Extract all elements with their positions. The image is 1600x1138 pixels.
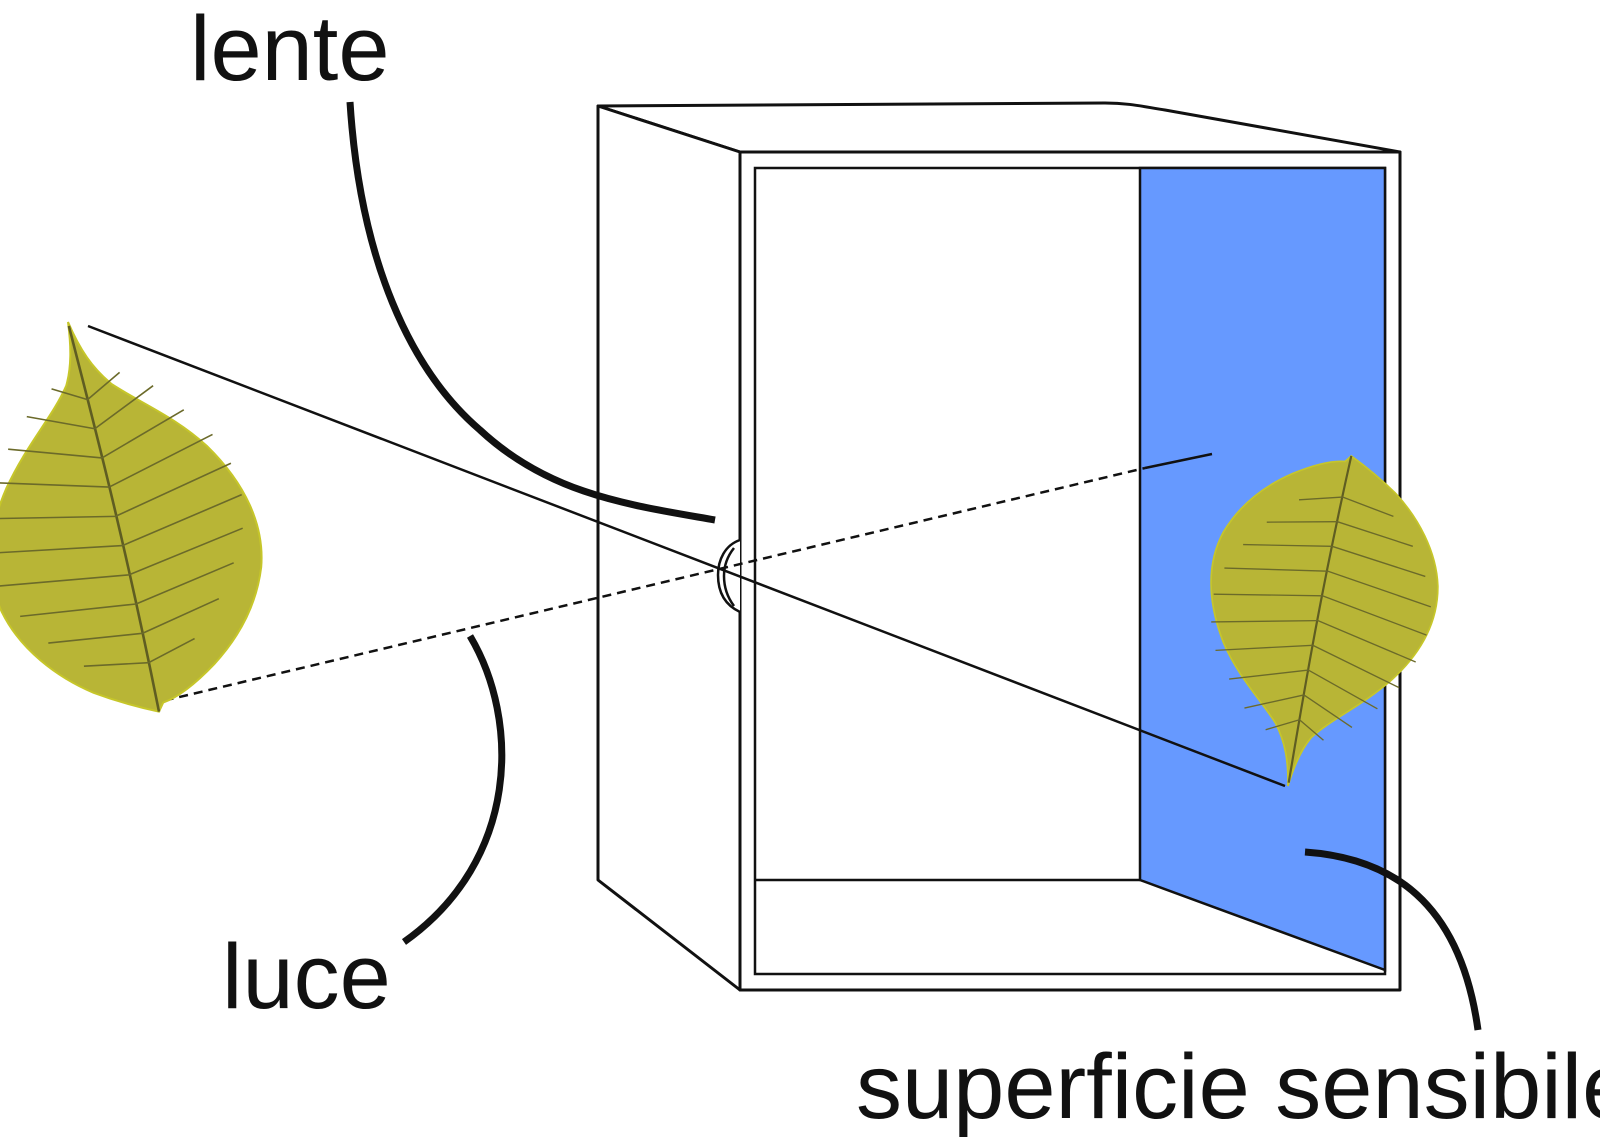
light-rays (87, 324, 1286, 788)
box-top-face (596, 101, 1402, 154)
light-leader-line (401, 634, 506, 945)
ray-solid (87, 324, 1286, 788)
label-lens: lente (190, 0, 390, 100)
lens-curve-inner (722, 547, 736, 607)
ray-dashed (149, 466, 1146, 706)
object-leaf-icon (0, 290, 293, 742)
lens-opening (716, 538, 741, 614)
ray-dashed-end (1144, 452, 1213, 470)
lens-leader-line (346, 101, 716, 524)
label-light: luce (222, 926, 391, 1028)
surface-leader-line (1304, 848, 1482, 1031)
label-sensitive-surface: superficie sensibile (856, 1036, 1600, 1138)
